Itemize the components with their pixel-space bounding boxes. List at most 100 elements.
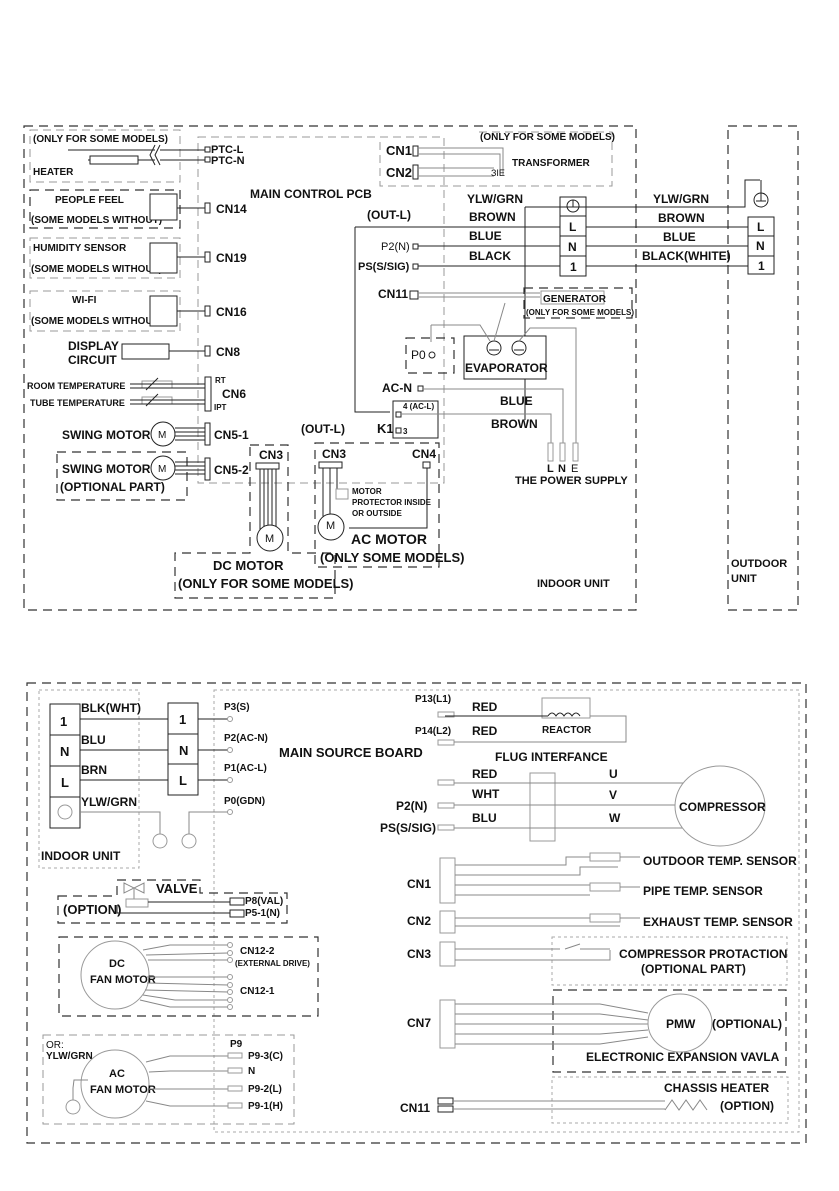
svg-text:CN7: CN7	[407, 1016, 431, 1030]
svg-text:CN3: CN3	[322, 447, 346, 461]
connector-cn8: CN8	[216, 345, 240, 359]
svg-text:YLW/GRN: YLW/GRN	[81, 795, 137, 809]
svg-text:L: L	[757, 220, 764, 234]
reactor-coil-icon	[547, 712, 581, 717]
pin-ps-2: PS(S/SIG)	[380, 821, 436, 835]
svg-text:L: L	[179, 773, 187, 788]
pin-p2n: P2(N)	[381, 241, 410, 253]
indoor-unit-block-frame	[38, 689, 140, 869]
svg-text:CN11: CN11	[400, 1101, 430, 1115]
svg-text:M: M	[158, 464, 166, 475]
svg-text:1: 1	[60, 714, 67, 729]
ground-icon	[486, 340, 502, 356]
svg-text:PIPE TEMP. SENSOR: PIPE TEMP. SENSOR	[643, 884, 763, 898]
main-source-board-frame	[213, 689, 800, 1133]
flug-interfance-label: FLUG INTERFANCE	[495, 750, 608, 764]
svg-text:P14(L2): P14(L2)	[415, 726, 451, 737]
svg-text:CN12-1: CN12-1	[240, 986, 275, 997]
svg-text:SWING MOTOR: SWING MOTOR	[62, 462, 151, 476]
svg-text:P9: P9	[230, 1039, 243, 1050]
cn3-protection: CN3 COMPRESSOR PROTACTION (OPTIONAL PART…	[407, 936, 788, 986]
pin-p2-ac-n: P2(AC-N)	[224, 733, 268, 744]
svg-text:PMW: PMW	[666, 1017, 696, 1031]
svg-text:BROWN: BROWN	[491, 417, 538, 431]
transformer-label: TRANSFORMER	[512, 158, 591, 169]
svg-text:BLU: BLU	[472, 811, 497, 825]
svg-text:HUMIDITY SENSOR: HUMIDITY SENSOR	[33, 243, 127, 254]
compressor-wiring: P2(N) PS(S/SIG) RED WHT BLU U V W COMPRE…	[380, 765, 766, 847]
dc-motor: CN3 M DC MOTOR (ONLY FOR SOME MODELS)	[174, 444, 354, 599]
svg-text:4 (AC-L): 4 (AC-L)	[403, 402, 434, 411]
indoor-terminal-block-2: 1 N L BLK(WHT) BLU BRN YLW/GRN INDOOR UN…	[41, 701, 141, 863]
ground-icon	[65, 1099, 81, 1115]
svg-text:V: V	[609, 788, 617, 802]
indoor-unit-frame	[23, 125, 637, 611]
tube-temperature-label: TUBE TEMPERATURE	[30, 398, 125, 408]
svg-text:DC: DC	[109, 958, 125, 970]
svg-text:CN4: CN4	[412, 447, 436, 461]
svg-text:U: U	[609, 767, 618, 781]
svg-text:(OPTION): (OPTION)	[720, 1099, 774, 1113]
pin-p1-ac-l: P1(AC-L)	[224, 763, 267, 774]
svg-text:FAN MOTOR: FAN MOTOR	[90, 974, 156, 986]
svg-text:OUTDOOR TEMP. SENSOR: OUTDOOR TEMP. SENSOR	[643, 854, 797, 868]
svg-text:BLACK(WHITE): BLACK(WHITE)	[642, 249, 731, 263]
svg-text:WHT: WHT	[472, 787, 500, 801]
pin-p3s: P3(S)	[224, 702, 250, 713]
svg-text:N: N	[558, 463, 566, 475]
cn11-chassis-heater: CN11 CHASSIS HEATER (OPTION)	[400, 1076, 789, 1124]
svg-text:(EXTERNAL DRIVE): (EXTERNAL DRIVE)	[235, 959, 310, 968]
valve-icon	[123, 882, 145, 894]
svg-text:P9-1(H): P9-1(H)	[248, 1101, 283, 1112]
p0-frame	[405, 337, 455, 374]
svg-text:1: 1	[758, 259, 765, 273]
dc-fan-motor: DC FAN MOTOR CN12-2 (EXTERNAL DRIVE) CN1…	[58, 936, 319, 1017]
ground-icon	[152, 833, 168, 849]
svg-text:IPT: IPT	[214, 403, 227, 412]
indoor-unit-label-2: INDOOR UNIT	[41, 849, 121, 863]
valve: VALVE (OPTION) P8(VAL) P5-1(N)	[57, 879, 288, 924]
svg-text:BROWN: BROWN	[658, 211, 705, 225]
svg-text:OR:: OR:	[46, 1040, 64, 1051]
indoor-unit-label: INDOOR UNIT	[537, 578, 610, 590]
svg-text:CIRCUIT: CIRCUIT	[68, 353, 117, 367]
ground-icon	[181, 833, 197, 849]
connector-cn5-2: CN5-2	[214, 463, 249, 477]
ground-icon	[511, 340, 527, 356]
svg-text:VALVE: VALVE	[156, 881, 198, 896]
pin-cn11: CN11	[378, 287, 408, 301]
evaporator-label: EVAPORATOR	[465, 361, 548, 375]
humidity-sensor-module: HUMIDITY SENSOR (SOME MODELS WITHOUT) CN…	[29, 237, 247, 279]
main-pcb-label: MAIN CONTROL PCB	[250, 187, 372, 201]
svg-text:L: L	[569, 220, 576, 234]
svg-text:PEOPLE FEEL: PEOPLE FEEL	[55, 195, 124, 206]
heater-break-icon	[149, 144, 161, 166]
svg-text:BRN: BRN	[81, 763, 107, 777]
svg-text:BLACK: BLACK	[469, 249, 511, 263]
evaporator-box	[463, 335, 547, 380]
cn1-sensors: CN1 OUTDOOR TEMP. SENSOR PIPE TEMP. SENS…	[407, 852, 797, 904]
svg-text:E: E	[571, 463, 578, 475]
pin-ac-n: AC-N	[382, 381, 412, 395]
svg-text:M: M	[158, 430, 166, 441]
out-l-bottom: (OUT-L)	[301, 422, 345, 436]
svg-text:(OPTIONAL PART): (OPTIONAL PART)	[60, 480, 165, 494]
main-pcb-frame	[197, 136, 445, 484]
connector-cn5-1: CN5-1	[214, 428, 249, 442]
motor-icon	[150, 421, 176, 447]
cn7-eev: CN7 PMW (OPTIONAL) ELECTRONIC EXPANSION …	[407, 989, 787, 1073]
pin-ps: PS(S/SIG)	[358, 261, 410, 273]
power-supply-label: THE POWER SUPPLY	[515, 475, 628, 487]
svg-text:CN12-2: CN12-2	[240, 946, 275, 957]
generator-label: GENERATOR	[543, 294, 607, 305]
svg-text:YLW/GRN: YLW/GRN	[653, 192, 709, 206]
svg-text:N: N	[568, 240, 577, 254]
svg-text:RT: RT	[215, 376, 226, 385]
heater-frame	[29, 129, 181, 183]
compressor-icon	[674, 765, 766, 847]
svg-text:(OPTIONAL): (OPTIONAL)	[712, 1017, 782, 1031]
indoor-wiring-diagram: (ONLY FOR SOME MODELS) HEATER PTC-L PTC-…	[23, 125, 799, 611]
connector-cn14: CN14	[216, 202, 247, 216]
svg-text:AC MOTOR: AC MOTOR	[351, 531, 427, 547]
outdoor-wiring-diagram: 1 N L BLK(WHT) BLU BRN YLW/GRN INDOOR UN…	[26, 682, 807, 1144]
